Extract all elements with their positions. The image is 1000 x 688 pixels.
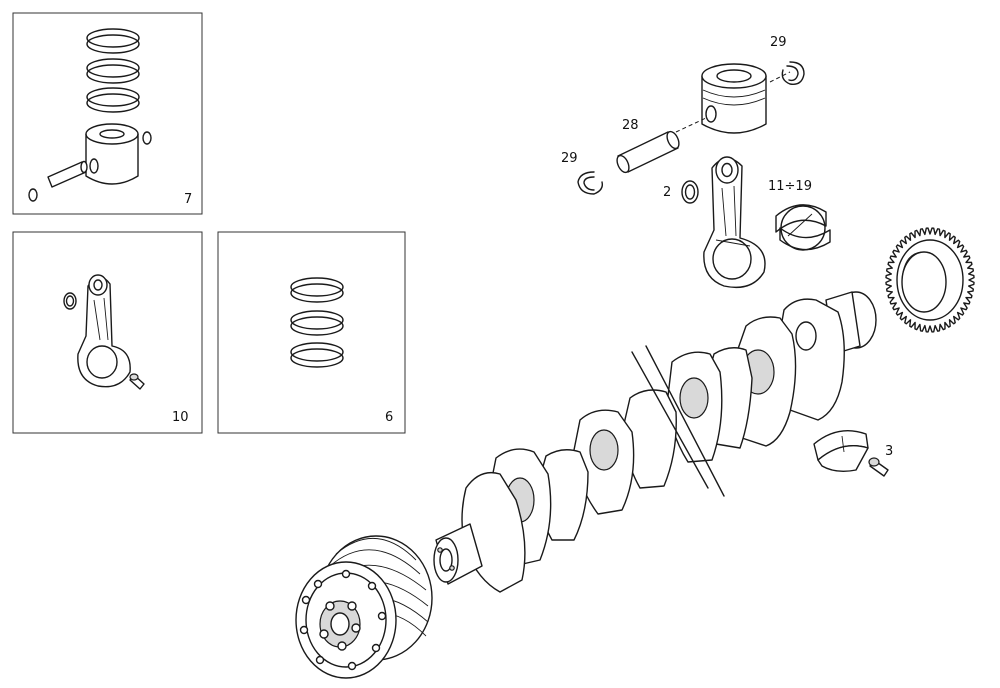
ring-set-label: 6 xyxy=(385,410,393,425)
break-line-2 xyxy=(645,345,725,497)
piston-ring-3 xyxy=(86,87,140,113)
circlip-left-label: 29 xyxy=(561,151,578,166)
cap-bolt[interactable] xyxy=(868,457,889,477)
crank-pulley[interactable] xyxy=(295,535,433,679)
bearing-shells[interactable] xyxy=(775,204,831,251)
crankshaft[interactable] xyxy=(433,291,877,593)
conrod-bushing[interactable] xyxy=(681,180,699,204)
conrod-small xyxy=(77,274,131,388)
conrod-kit-panel[interactable]: 10 xyxy=(12,231,203,434)
piston-pin-small xyxy=(47,160,88,188)
pin-axis-line xyxy=(675,71,791,133)
circlip-small-right xyxy=(142,131,152,145)
piston-kit-label: 7 xyxy=(184,192,192,207)
piston-small xyxy=(85,123,139,185)
circlip-top[interactable] xyxy=(781,61,805,85)
circlip-top-label: 29 xyxy=(770,35,787,50)
cap-bolt-label: 3 xyxy=(885,444,893,459)
break-line-1 xyxy=(631,351,709,489)
timing-gear[interactable] xyxy=(885,227,975,333)
ring-set-ring-3 xyxy=(290,342,344,368)
bearing-cap[interactable] xyxy=(813,430,869,473)
circlip-small-left xyxy=(28,188,38,202)
ring-set-ring-2 xyxy=(290,310,344,336)
piston-kit-panel[interactable]: 7 xyxy=(12,12,203,215)
piston-ring-1 xyxy=(86,28,140,54)
ring-set-ring-1 xyxy=(290,277,344,303)
conrod-bushing-small xyxy=(63,292,77,310)
bushing-label: 2 xyxy=(663,185,671,200)
conrod-main[interactable] xyxy=(703,156,766,289)
piston-pin-label: 28 xyxy=(622,118,639,133)
conrod-kit-label: 10 xyxy=(172,410,189,425)
ring-set-panel[interactable]: 6 xyxy=(217,231,406,434)
conrod-bolt-small xyxy=(129,373,145,390)
piston-pin[interactable] xyxy=(615,130,682,175)
piston-ring-2 xyxy=(86,58,140,84)
piston-main[interactable] xyxy=(701,63,767,134)
circlip-left[interactable] xyxy=(577,171,604,195)
bearing-shells-label: 11÷19 xyxy=(768,179,812,194)
